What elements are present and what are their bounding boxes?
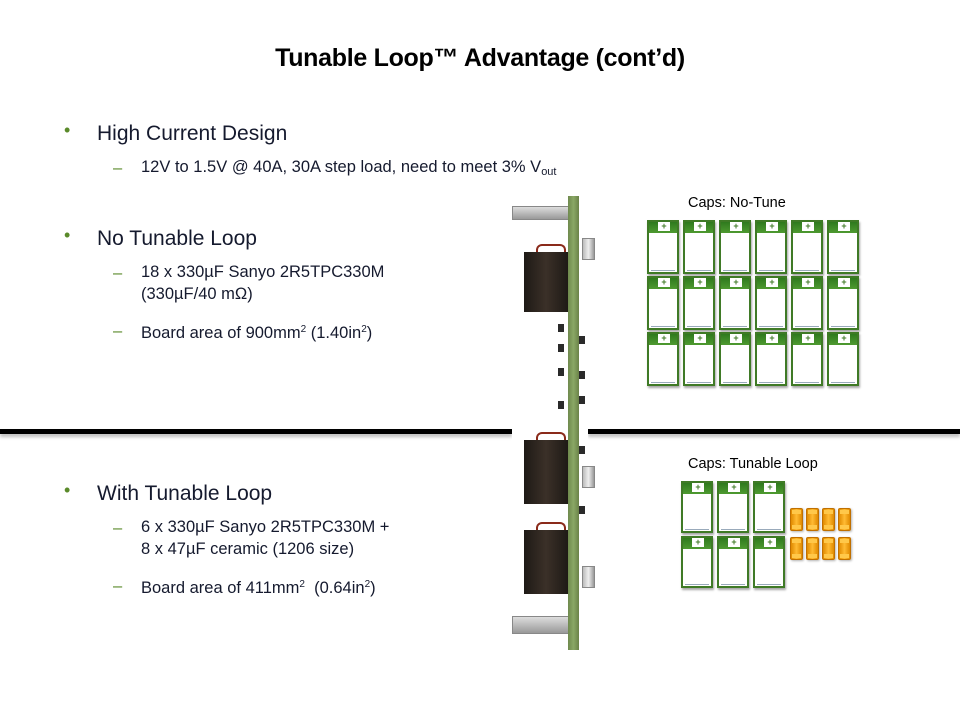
polymer-capacitor-icon: + bbox=[827, 332, 859, 386]
pcb-edge bbox=[568, 196, 579, 650]
polymer-capacitor-icon: + bbox=[791, 220, 823, 274]
polymer-capacitor-icon: + bbox=[681, 481, 713, 533]
caps-tunable-label: Caps: Tunable Loop bbox=[688, 456, 818, 472]
polymer-capacitor-icon: + bbox=[683, 332, 715, 386]
pcb-side-view-image bbox=[506, 196, 595, 650]
caps-no-tune-diagram: ++++++++++++++++++ bbox=[647, 220, 861, 386]
divider-right bbox=[588, 429, 960, 434]
dash-icon: – bbox=[113, 322, 123, 340]
polymer-capacitor-icon: + bbox=[755, 220, 787, 274]
dash-icon: – bbox=[113, 264, 123, 282]
ceramic-capacitor-icon bbox=[790, 537, 803, 560]
dash-icon: – bbox=[113, 519, 123, 537]
sub-text: 12V to 1.5V @ 40A, 30A step load, need t… bbox=[141, 158, 542, 176]
ceramic-capacitor-icon bbox=[822, 508, 835, 531]
ceramic-capacitor-icon bbox=[806, 508, 819, 531]
subscript: out bbox=[541, 166, 557, 178]
polymer-capacitor-icon: + bbox=[683, 276, 715, 330]
polymer-capacitor-icon: + bbox=[791, 276, 823, 330]
polymer-capacitor-icon: + bbox=[755, 332, 787, 386]
polymer-capacitor-icon: + bbox=[717, 481, 749, 533]
ceramic-capacitor-icon bbox=[838, 508, 851, 531]
bullet-icon: • bbox=[64, 225, 71, 245]
polymer-capacitor-icon: + bbox=[827, 276, 859, 330]
ceramic-capacitor-icon bbox=[790, 508, 803, 531]
slide-title: Tunable Loop™ Advantage (cont’d) bbox=[275, 44, 685, 72]
polymer-capacitor-icon: + bbox=[683, 220, 715, 274]
bullet-label: High Current Design bbox=[97, 122, 288, 145]
bullet-icon: • bbox=[64, 480, 71, 500]
inductor bbox=[524, 530, 568, 594]
dash-icon: – bbox=[113, 577, 123, 595]
polymer-capacitor-icon: + bbox=[717, 536, 749, 588]
polymer-capacitor-icon: + bbox=[647, 276, 679, 330]
inductor bbox=[524, 440, 568, 504]
ceramic-capacitor-icon bbox=[806, 537, 819, 560]
sub-line-1: 6 x 330µF Sanyo 2R5TPC330M + bbox=[141, 518, 390, 536]
polymer-capacitor-icon: + bbox=[719, 332, 751, 386]
divider-left bbox=[0, 429, 512, 434]
polymer-capacitor-icon: + bbox=[753, 481, 785, 533]
ceramic-capacitor-icon bbox=[822, 537, 835, 560]
bullet-label: No Tunable Loop bbox=[97, 227, 257, 250]
bullet-label: With Tunable Loop bbox=[97, 482, 273, 505]
sub-line-2: 8 x 47µF ceramic (1206 size) bbox=[141, 540, 355, 558]
polymer-capacitor-icon: + bbox=[755, 276, 787, 330]
polymer-capacitor-icon: + bbox=[719, 220, 751, 274]
polymer-capacitor-icon: + bbox=[647, 220, 679, 274]
pin bbox=[512, 206, 570, 220]
polymer-capacitor-icon: + bbox=[753, 536, 785, 588]
caps-no-tune-label: Caps: No-Tune bbox=[688, 195, 786, 211]
polymer-capacitor-icon: + bbox=[681, 536, 713, 588]
sub-line-1: 18 x 330µF Sanyo 2R5TPC330M bbox=[141, 263, 385, 281]
inductor bbox=[524, 252, 568, 312]
polymer-capacitor-icon: + bbox=[647, 332, 679, 386]
pin bbox=[512, 616, 570, 634]
dash-icon: – bbox=[113, 159, 123, 177]
caps-tunable-ceramic-diagram bbox=[790, 508, 851, 560]
polymer-capacitor-icon: + bbox=[791, 332, 823, 386]
polymer-capacitor-icon: + bbox=[827, 220, 859, 274]
sub-line-2: (330µF/40 mΩ) bbox=[141, 285, 253, 303]
polymer-capacitor-icon: + bbox=[719, 276, 751, 330]
ceramic-capacitor-icon bbox=[838, 537, 851, 560]
bullet-icon: • bbox=[64, 120, 71, 140]
caps-tunable-polymer-diagram: ++++++ bbox=[681, 481, 787, 588]
